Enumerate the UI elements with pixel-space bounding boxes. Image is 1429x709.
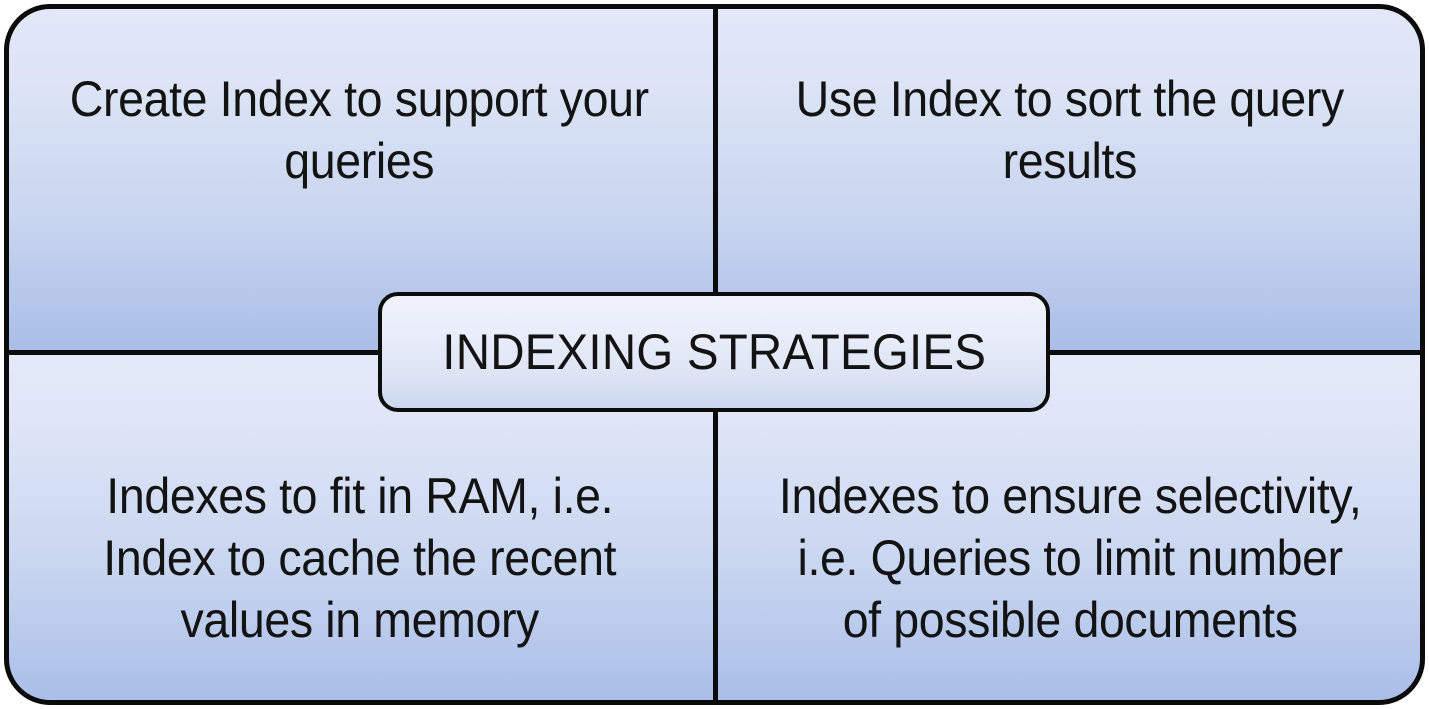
quadrant-bottom-left[interactable]: Indexes to fit in RAM, i.e. Index to cac… [4,352,715,705]
quadrant-top-right-text: Use Index to sort the query results [795,71,1345,189]
quadrant-bottom-right[interactable]: Indexes to ensure selectivity, i.e. Quer… [715,352,1425,705]
quadrant-bottom-right-text: Indexes to ensure selectivity, i.e. Quer… [778,467,1362,648]
center-label-box[interactable]: INDEXING STRATEGIES [378,292,1050,412]
quadrant-bottom-left-text: Indexes to fit in RAM, i.e. Index to cac… [103,467,616,648]
quadrant-top-left[interactable]: Create Index to support your queries [4,4,715,352]
center-label-text: INDEXING STRATEGIES [442,324,986,380]
quadrant-top-left-text: Create Index to support your queries [70,71,649,189]
